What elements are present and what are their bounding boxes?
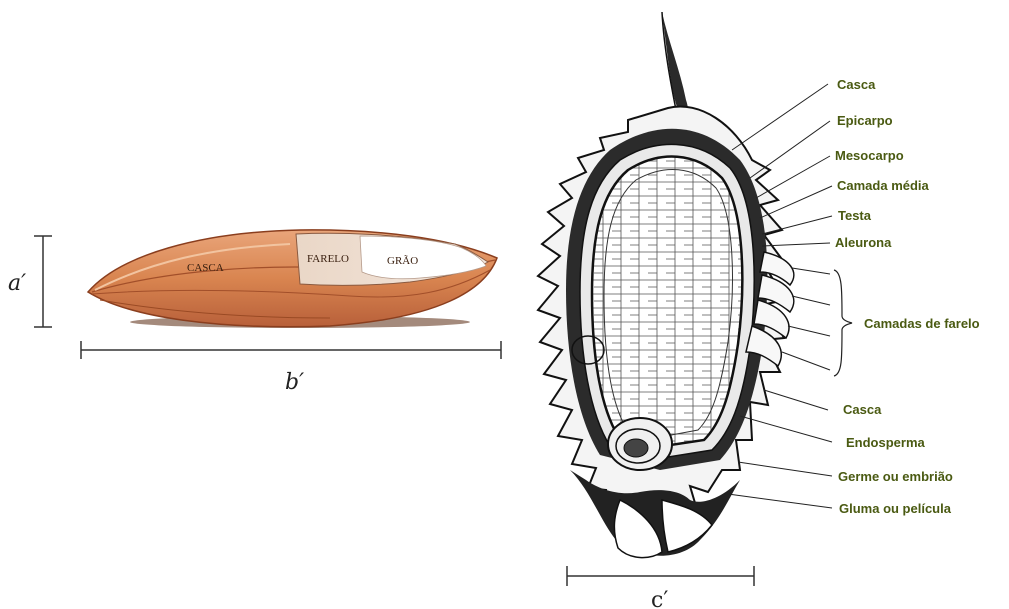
label-germe-embriao: Germe ou embrião [838,469,953,484]
label-camada-media: Camada média [837,178,930,193]
dimension-b: b′ [81,341,501,395]
dimension-c-label: c′ [651,588,668,609]
label-epicarpo: Epicarpo [837,113,893,128]
label-casca-top: Casca [837,77,876,92]
grain-cross-section [538,12,794,558]
rice-grain-illustration: CASCA FARELO GRÃO [88,230,497,328]
label-aleurona: Aleurona [835,235,892,250]
dimension-b-label: b′ [285,370,304,395]
label-testa: Testa [838,208,872,223]
endosperm [604,170,732,436]
label-camadas-de-farelo: Camadas de farelo [864,316,980,331]
dimension-c: c′ [567,566,754,609]
label-gluma-pelicula: Gluma ou película [839,501,952,516]
label-farelo-grain: FARELO [307,253,349,265]
label-casca-grain: CASCA [187,262,224,274]
germ-embryo [608,418,672,470]
dimension-a: a′ [8,236,52,327]
label-mesocarpo: Mesocarpo [835,148,904,163]
label-grao-grain: GRÃO [387,255,418,267]
label-endosperma: Endosperma [846,435,926,450]
section-labels: Casca Epicarpo Mesocarpo Camada média Te… [835,77,980,516]
label-casca-bottom: Casca [843,402,882,417]
dimension-a-label: a′ [8,271,26,296]
